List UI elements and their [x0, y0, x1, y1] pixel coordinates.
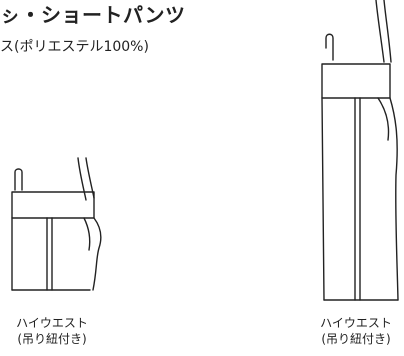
long-pants-strap-edge: [383, 0, 392, 63]
long-pants-caption-line1: ハイウエスト: [320, 316, 392, 330]
long-pants-hanger-loop: [325, 33, 334, 61]
long-pants-strap: [375, 0, 385, 63]
long-pants-right-edge: [389, 97, 399, 301]
short-pants-caption: ハイウエスト (吊り紐付き): [4, 315, 100, 347]
short-pants-caption-line1: ハイウエスト: [16, 316, 88, 330]
short-pants-hanger-loop: [14, 168, 23, 191]
short-pants-strap: [77, 157, 87, 201]
long-pants-caption: ハイウエスト (吊り紐付き): [308, 315, 404, 347]
long-pants-left-edge: [321, 97, 325, 301]
short-pants-caption-line2: (吊り紐付き): [17, 332, 87, 346]
page-subtitle: ス(ポリエステル100%): [0, 39, 149, 55]
long-pants-waistband: [321, 63, 391, 99]
long-pants-pocket-line: [377, 97, 390, 141]
short-pants-hip-curve: [92, 217, 102, 291]
short-pants-pocket-line: [83, 217, 91, 251]
page-title: ㇱ・ショートパンツ: [0, 3, 186, 27]
long-pants-caption-line2: (吊り紐付き): [321, 332, 391, 346]
